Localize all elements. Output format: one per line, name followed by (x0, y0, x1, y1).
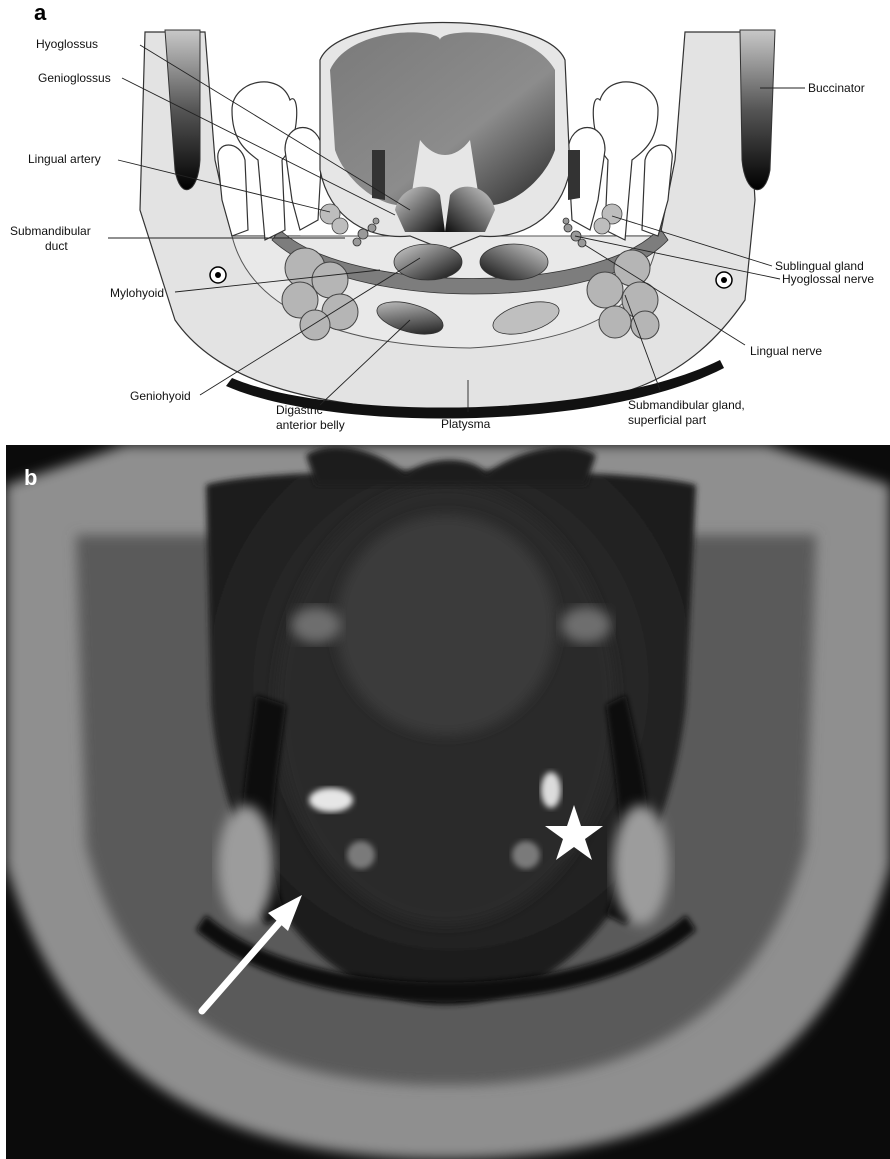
label-lingual-artery: Lingual artery (28, 152, 101, 166)
label-lingual-nerve: Lingual nerve (750, 344, 822, 358)
anatomy-schematic: Hyoglossus Genioglossus Lingual artery S… (0, 0, 890, 440)
hyoglossus-left (372, 150, 385, 200)
label-submandibular-gland-1: Submandibular gland, (628, 398, 745, 412)
geniohyoid-left (394, 244, 462, 280)
label-mylohyoid: Mylohyoid (110, 286, 164, 300)
tooth-left-3 (285, 128, 322, 231)
label-digastric-2: anterior belly (276, 418, 345, 432)
panel-a-letter: a (34, 2, 46, 24)
label-submandibular-duct-2: duct (45, 239, 68, 253)
label-submandibular-gland-2: superficial part (628, 413, 707, 427)
label-buccinator: Buccinator (808, 81, 865, 95)
label-platysma: Platysma (441, 417, 491, 431)
label-genioglossus: Genioglossus (38, 71, 111, 85)
geniohyoid-right (480, 244, 548, 280)
label-digastric-1: Digastric (276, 403, 323, 417)
label-hyoglossal-nerve: Hyoglossal nerve (782, 272, 874, 286)
mri-image (6, 445, 890, 1159)
label-sublingual-gland: Sublingual gland (775, 259, 864, 273)
label-submandibular-duct-1: Submandibular (10, 224, 91, 238)
hyoglossus-right (568, 150, 580, 200)
label-hyoglossus: Hyoglossus (36, 37, 98, 51)
panel-a-diagram: a (0, 0, 890, 440)
panel-b-letter: b (24, 467, 37, 489)
panel-b-mri: b (6, 445, 890, 1159)
buccinator-right (740, 30, 775, 190)
label-geniohyoid: Geniohyoid (130, 389, 191, 403)
